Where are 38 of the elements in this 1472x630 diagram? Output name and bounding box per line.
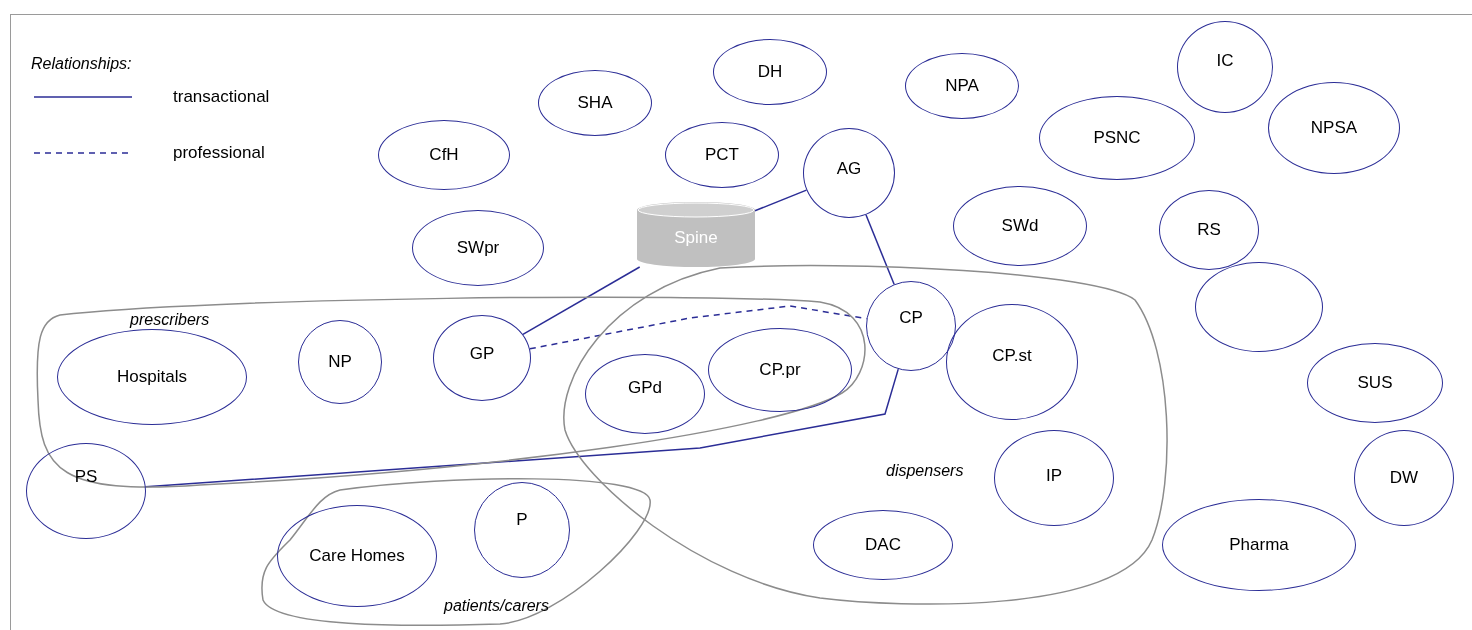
node-label: AG [836,158,862,180]
node-label: IP [1045,465,1063,487]
node-label: RS [1197,219,1221,241]
node-label: CP.pr [759,359,801,381]
node-label: NPA [945,75,979,97]
group-label: patients/carers [444,596,549,616]
node-label: NP [328,351,352,373]
node-label: DAC [865,534,901,556]
node-label: Hospitals [117,366,187,388]
node-label: SWd [1001,215,1039,237]
node-label: SUS [1357,372,1393,394]
connector-line [754,189,808,212]
node-label: GPd [628,377,662,399]
node-label: PSNC [1093,127,1141,149]
connector-line [865,214,895,286]
node-label: PCT [705,144,739,166]
node-label: GP [469,343,495,365]
legend-title: Relationships: [31,54,132,74]
node-label: SWpr [456,237,500,259]
node-label: DH [757,61,783,83]
node-label: IC [1216,50,1234,72]
node-label: Care Homes [309,545,405,567]
node-label: PS [74,466,98,488]
node-label: SHA [577,92,613,114]
connector-line [522,266,641,336]
node-label: P [516,509,528,531]
node-label: CP [899,307,923,329]
group-label: dispensers [886,461,964,481]
legend-label: professional [173,142,265,164]
node-label: CfH [429,144,459,166]
node-label: Pharma [1229,534,1289,556]
node-label: Spine [674,226,718,249]
legend-label: transactional [173,86,270,108]
group-label: prescribers [130,310,210,330]
ellipse-node [803,128,895,218]
node-label: CP.st [992,345,1032,367]
node-label: DW [1389,467,1419,489]
node-label: NPSA [1310,117,1358,139]
